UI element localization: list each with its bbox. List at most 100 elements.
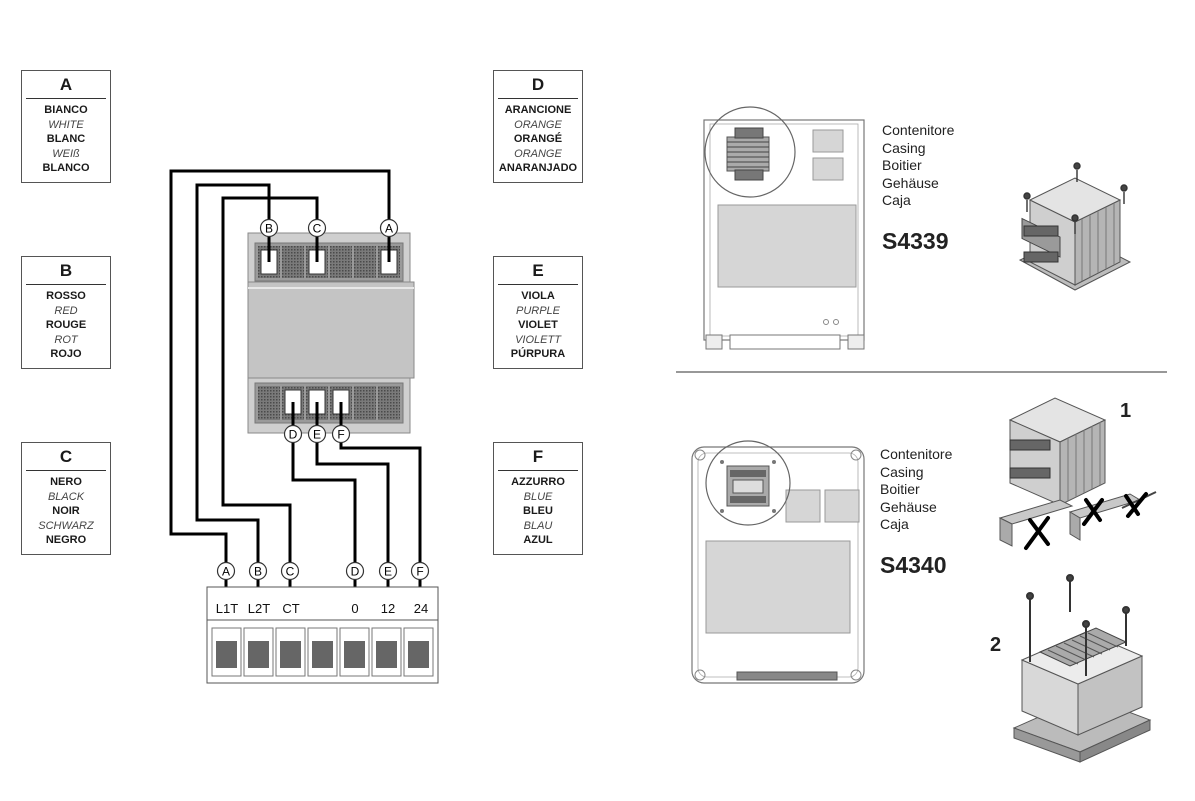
- legend-letter: A: [59, 75, 73, 94]
- legend-box-c: C NERO BLACK NOIR SCHWARZ NEGRO: [21, 442, 111, 555]
- model-code-s4339: S4339: [882, 228, 949, 254]
- transformer-middle: [247, 281, 415, 379]
- casing-label: Caja: [882, 192, 911, 208]
- terminal-slot: [354, 386, 376, 420]
- legend-line: VIOLET: [518, 319, 558, 331]
- legend-line: PURPLE: [515, 304, 561, 317]
- marker-label: E: [313, 428, 321, 442]
- step-number-2: 2: [990, 634, 1002, 656]
- legend-line: RED: [54, 304, 78, 317]
- terminal-screws: [211, 627, 434, 677]
- terminal-label-l1t: L1T: [216, 601, 238, 616]
- legend-letter: E: [532, 261, 544, 280]
- terminal-label-24: 24: [414, 601, 428, 616]
- terminal-slot: [258, 386, 280, 420]
- casing-label: Contenitore: [880, 446, 953, 462]
- casing-s4339-drawing: [703, 106, 865, 350]
- casing-label: Gehäuse: [882, 174, 939, 191]
- legend-letter: C: [59, 447, 73, 466]
- terminal-marker-e: E: [378, 561, 398, 581]
- legend-line: VIOLETT: [515, 333, 561, 346]
- terminal-marker-c: C: [280, 561, 300, 581]
- legend-box-f: F AZZURRO BLUE BLEU BLAU AZUL: [493, 442, 583, 555]
- terminal-label-ct: CT: [282, 601, 299, 616]
- legend-line: ARANCIONE: [504, 104, 572, 116]
- legend-line: BLEU: [523, 505, 553, 517]
- legend-box-d: D ARANCIONE ORANGE ORANGÉ ORANGE ANARANJ…: [493, 70, 583, 183]
- casing-label: Contenitore: [882, 122, 955, 138]
- legend-box-a: A BIANCO WHITE BLANC WEIß BLANCO: [21, 70, 111, 183]
- terminal-marker-b: B: [248, 561, 268, 581]
- marker-f-bottom: F: [331, 424, 351, 444]
- legend-line: ORANGE: [514, 118, 562, 131]
- terminal-marker-d: D: [345, 561, 365, 581]
- legend-line: BLUE: [523, 490, 553, 503]
- legend-line: ANARANJADO: [498, 162, 578, 174]
- legend-rule: [498, 470, 578, 471]
- legend-line: BLACK: [47, 490, 85, 503]
- marker-label: C: [286, 565, 295, 579]
- terminal-block: A B C D E F L1T L2T CT 0: [206, 561, 439, 684]
- marker-e-bottom: E: [307, 424, 327, 444]
- terminal-label-12: 12: [381, 601, 395, 616]
- terminal-slot: [354, 246, 376, 278]
- legend-rule: [498, 98, 578, 99]
- legend-line: ORANGÉ: [513, 133, 563, 145]
- highlight-circle: [704, 106, 796, 198]
- wire-a: [169, 169, 391, 562]
- legend-line: BLAU: [523, 519, 553, 532]
- legend-line: NERO: [50, 476, 82, 488]
- legend-box-b: B ROSSO RED ROUGE ROT ROJO: [21, 256, 111, 369]
- legend-line: NOIR: [52, 505, 80, 517]
- wire-c: [221, 196, 319, 562]
- transformer-top-markers: B C A: [259, 218, 399, 238]
- legend-letter: D: [531, 75, 545, 94]
- marker-label: A: [385, 222, 393, 236]
- legend-line: WEIß: [52, 147, 80, 160]
- marker-label: B: [265, 222, 273, 236]
- marker-label: B: [254, 565, 262, 579]
- legend-line: BLANC: [46, 133, 86, 145]
- legend-rule: [26, 98, 106, 99]
- transformer-3d-step1: [998, 397, 1157, 550]
- legend-line: SCHWARZ: [38, 519, 94, 532]
- legend-line: WHITE: [48, 118, 84, 131]
- legend-box-e: E VIOLA PURPLE VIOLET VIOLETT PÚRPURA: [493, 256, 583, 369]
- transformer-3d-step2: [1012, 574, 1152, 763]
- legend-line: ROSSO: [46, 290, 86, 302]
- legend-line: NEGRO: [45, 534, 87, 546]
- legend-line: PÚRPURA: [510, 348, 566, 360]
- transformer-bottom-markers: D E F: [283, 424, 351, 444]
- legend-rule: [26, 470, 106, 471]
- terminal-label-l2t: L2T: [248, 601, 270, 616]
- casing-label: Caja: [880, 516, 909, 532]
- marker-label: A: [222, 565, 230, 579]
- marker-label: F: [416, 565, 423, 579]
- terminal-slot: [282, 246, 304, 278]
- legend-line: VIOLA: [521, 290, 555, 302]
- model-code-s4340: S4340: [880, 552, 947, 578]
- casing-label: Casing: [882, 139, 926, 156]
- marker-label: E: [384, 565, 392, 579]
- legend-line: BLANCO: [42, 162, 90, 174]
- legend-line: ROUGE: [45, 319, 87, 331]
- marker-d-bottom: D: [283, 424, 303, 444]
- terminal-markers: A B C D E F: [216, 561, 430, 581]
- casing-label: Boitier: [880, 481, 920, 497]
- terminal-slot: [330, 246, 352, 278]
- transformer-module: [247, 232, 415, 434]
- terminal-slot: [378, 386, 400, 420]
- highlight-circle: [705, 440, 791, 526]
- terminal-marker-f: F: [410, 561, 430, 581]
- marker-label: D: [289, 428, 298, 442]
- marker-a-top: A: [379, 218, 399, 238]
- casing-label: Boitier: [882, 157, 922, 173]
- casing-labels-bottom: Contenitore Casing Boitier Gehäuse Caja: [880, 446, 952, 534]
- legend-rule: [26, 284, 106, 285]
- legend-line: AZZURRO: [511, 476, 565, 488]
- casing-s4340-drawing: [691, 440, 865, 684]
- transformer-3d-top: [1018, 162, 1132, 291]
- casing-labels-top: Contenitore Casing Boitier Gehäuse Caja: [882, 122, 954, 210]
